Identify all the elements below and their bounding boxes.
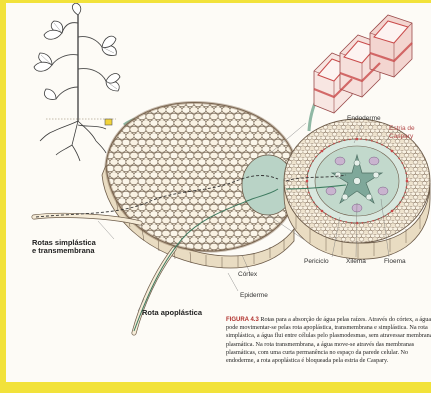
- label-rotas-line2: e transmembrana: [32, 247, 95, 255]
- label-cortex: Córtex: [238, 271, 257, 278]
- textbook-page: Endoderme Estria de Caspary Rotas simplá…: [6, 3, 431, 382]
- label-periciclo: Periciclo: [304, 258, 329, 265]
- label-estria-line1: Estria de: [389, 125, 415, 132]
- label-endoderme: Endoderme: [347, 115, 381, 122]
- label-estria-line2: Caspary: [389, 133, 413, 140]
- figure-number: FIGURA 4.3: [226, 317, 259, 323]
- label-xilema: Xilema: [346, 258, 366, 265]
- endoderm-cells-detail: [314, 15, 412, 113]
- label-floema: Floema: [384, 258, 406, 265]
- figure-caption: FIGURA 4.3 Rotas para a absorção de água…: [226, 316, 431, 365]
- plant-illustration: [34, 3, 120, 161]
- stele-detail: [284, 119, 430, 259]
- label-epiderme: Epiderme: [240, 292, 268, 299]
- label-rota-apoplastica: Rota apoplástica: [142, 309, 202, 317]
- caption-text: Rotas para a absorção de água pelas raíz…: [226, 316, 431, 364]
